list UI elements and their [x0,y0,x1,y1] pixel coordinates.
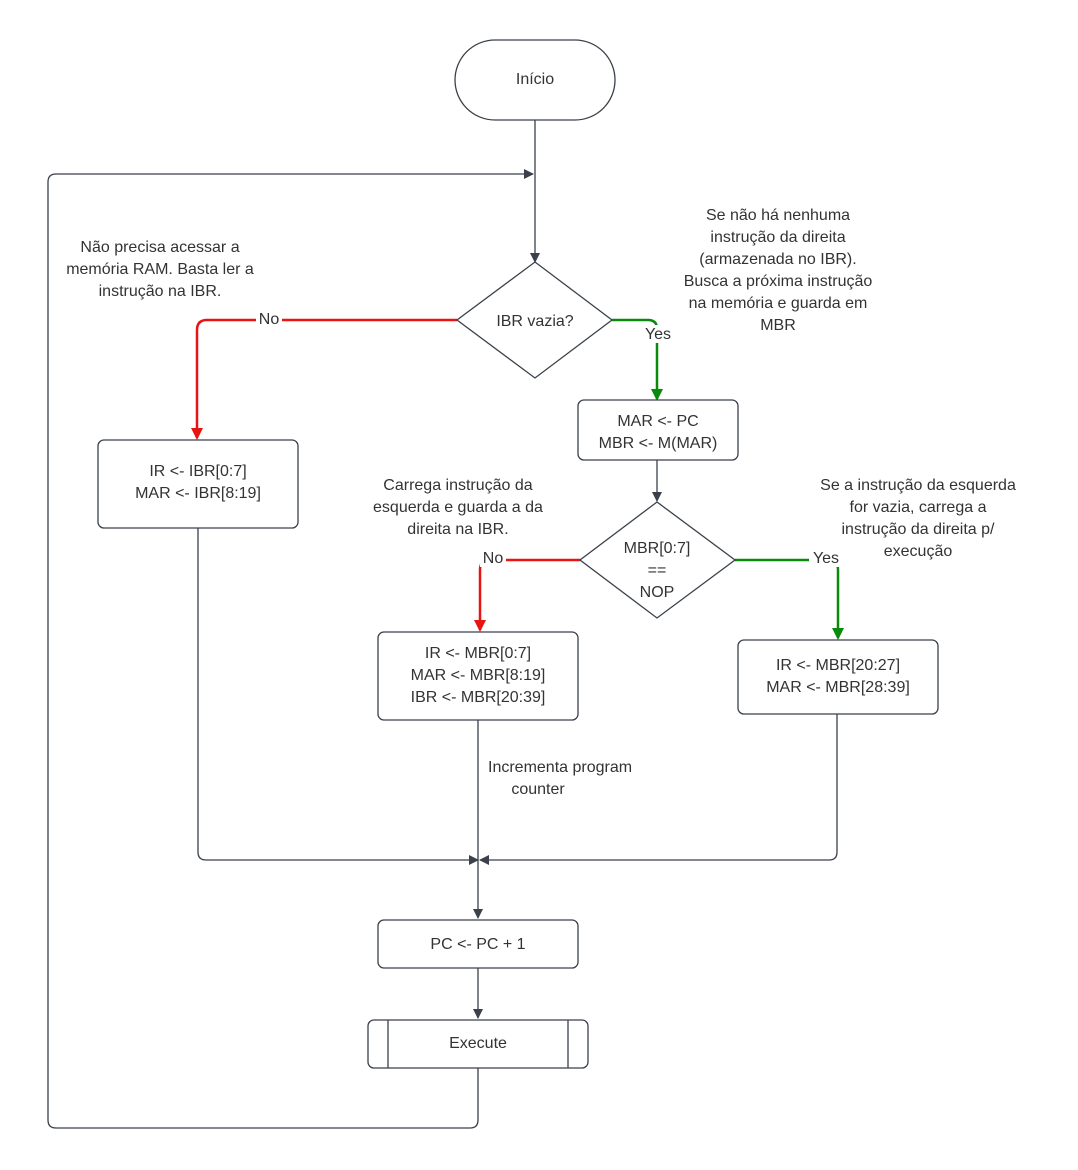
svg-text:No: No [483,550,504,567]
svg-text:esquerda e guarda a da: esquerda e guarda a da [373,499,543,516]
note-load-left: Carrega instrução da esquerda e guarda a… [373,477,543,538]
svg-text:memória RAM. Basta ler a: memória RAM. Basta ler a [66,261,254,278]
svg-text:(armazenada no IBR).: (armazenada no IBR). [699,251,856,268]
svg-text:counter: counter [511,781,565,798]
svg-text:No: No [259,311,280,328]
svg-text:na memória e guarda em: na memória e guarda em [689,295,868,312]
edge-iribr-to-merge [197,528,479,865]
node-mbr-nop-line-2: == [648,562,667,579]
node-fetch-line-2: MBR <- M(MAR) [599,435,718,452]
note-no-ram: Não precisa acessar a memória RAM. Basta… [66,239,254,300]
svg-text:Se não há nenhuma: Se não há nenhuma [706,207,850,224]
node-load-left-line-3: IBR <- MBR[20:39] [411,689,546,706]
node-load-left: IR <- MBR[0:7] MAR <- MBR[8:19] IBR <- M… [377,631,579,721]
edge-label-nop-no: No [480,549,506,567]
svg-text:Yes: Yes [645,326,671,343]
node-load-right-line-1: IR <- MBR[20:27] [776,657,900,674]
svg-text:instrução na IBR.: instrução na IBR. [99,283,222,300]
note-pc: Incrementa program counter [488,759,632,798]
node-execute-label: Execute [449,1035,507,1052]
node-ir-ibr-line-2: MAR <- IBR[8:19] [135,485,261,502]
node-start: Início [454,39,616,121]
svg-text:instrução da direita p/: instrução da direita p/ [842,521,996,538]
node-fetch-line-1: MAR <- PC [617,413,698,430]
edge-label-ibr-yes: Yes [641,325,675,343]
node-ir-ibr-line-1: IR <- IBR[0:7] [149,463,246,480]
edge-loop-back [47,169,534,1129]
note-right-empty: Se a instrução da esquerda for vazia, ca… [820,477,1016,560]
note-ibr-empty: Se não há nenhuma instrução da direita (… [684,207,873,334]
edge-loadright-to-merge [479,714,838,865]
node-load-right: IR <- MBR[20:27] MAR <- MBR[28:39] [737,639,939,715]
edge-label-nop-yes: Yes [809,549,843,567]
edge-nop-yes [735,558,844,640]
svg-text:direita na IBR.: direita na IBR. [407,521,508,538]
edge-nop-no [474,558,580,632]
svg-text:Se a instrução da esquerda: Se a instrução da esquerda [820,477,1016,494]
node-load-left-line-1: IR <- MBR[0:7] [425,645,531,662]
node-start-label: Início [516,71,554,88]
node-ibr-empty: IBR vazia? [455,261,614,379]
svg-text:execução: execução [884,543,953,560]
svg-text:MBR: MBR [760,317,796,334]
svg-text:for vazia, carrega a: for vazia, carrega a [850,499,987,516]
node-mbr-nop-line-1: MBR[0:7] [624,540,691,557]
edge-ibr-no [191,318,457,440]
svg-text:Carrega instrução da: Carrega instrução da [383,477,533,494]
node-fetch: MAR <- PC MBR <- M(MAR) [577,399,739,461]
node-execute: Execute [367,1019,589,1069]
svg-text:Busca a próxima instrução: Busca a próxima instrução [684,273,873,290]
node-ir-ibr: IR <- IBR[0:7] MAR <- IBR[8:19] [97,439,299,529]
svg-text:Yes: Yes [813,550,839,567]
node-load-left-line-2: MAR <- MBR[8:19] [411,667,546,684]
node-pc-inc: PC <- PC + 1 [377,919,579,969]
node-pc-inc-label: PC <- PC + 1 [430,936,525,953]
svg-text:Incrementa program: Incrementa program [488,759,632,776]
node-load-right-line-2: MAR <- MBR[28:39] [766,679,910,696]
node-ibr-empty-label: IBR vazia? [496,313,573,330]
node-mbr-nop: MBR[0:7] == NOP [578,501,737,619]
node-mbr-nop-line-3: NOP [640,584,675,601]
svg-text:instrução da direita: instrução da direita [710,229,845,246]
edge-label-ibr-no: No [256,310,282,328]
svg-text:Não precisa acessar a: Não precisa acessar a [80,239,239,256]
